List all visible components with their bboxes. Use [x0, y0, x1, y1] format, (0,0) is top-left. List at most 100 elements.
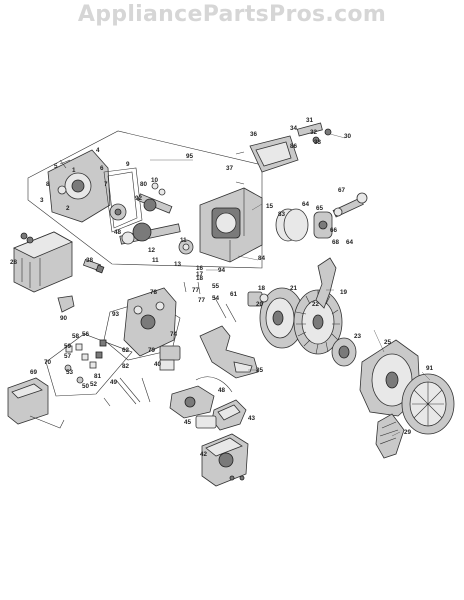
callout-25: 25	[384, 339, 392, 346]
callout-62: 62	[122, 347, 130, 354]
callout-12: 12	[148, 247, 156, 254]
governor-gear	[109, 182, 166, 221]
callout-70: 70	[44, 359, 52, 366]
callout-94: 94	[218, 267, 226, 274]
blower-housing	[359, 339, 421, 417]
callout-65: 65	[316, 205, 324, 212]
callout-77a: 77	[192, 287, 200, 294]
callout-17: 17	[196, 271, 204, 278]
callout-58: 58	[72, 333, 80, 340]
callout-15: 15	[266, 203, 274, 210]
callout-52: 52	[90, 381, 98, 388]
callout-4: 4	[96, 147, 100, 154]
recoil-handle-bracket	[315, 257, 337, 309]
carburetor-linkage	[159, 345, 181, 371]
callout-79: 79	[148, 347, 156, 354]
callout-69: 69	[30, 369, 38, 376]
callout-64a: 64	[302, 201, 310, 208]
main-bearing	[178, 239, 194, 255]
callout-30: 30	[344, 133, 352, 140]
muffler	[13, 231, 73, 293]
callout-56: 56	[82, 331, 90, 338]
callout-59: 59	[64, 343, 72, 350]
callout-36: 36	[250, 131, 258, 138]
crankshaft	[119, 222, 181, 245]
callout-32: 32	[310, 129, 318, 136]
rocker-cover	[7, 377, 65, 429]
callout-67: 67	[338, 187, 346, 194]
callout-50: 50	[82, 383, 90, 390]
valve-parts-group	[45, 333, 133, 397]
cylinder-head	[103, 287, 181, 361]
callout-10: 10	[151, 177, 159, 184]
callout-2: 2	[66, 205, 70, 212]
air-filter-gasket	[195, 415, 217, 429]
callout-16: 16	[196, 265, 204, 272]
camshaft	[137, 193, 173, 214]
callout-19: 19	[340, 289, 348, 296]
callout-5: 5	[54, 163, 58, 170]
spark-plug	[82, 258, 105, 274]
callout-labels: 95 4 6 5 8 1 3 2 7 9 80 10 92 48 12 11 1…	[10, 117, 434, 458]
callout-91: 91	[426, 365, 434, 372]
pushrods	[115, 377, 151, 405]
callout-18a: 18	[196, 275, 204, 282]
callout-29: 29	[404, 429, 412, 436]
callout-82: 82	[122, 363, 130, 370]
watermark-text: AppliancePartsPros.com	[77, 2, 387, 27]
callout-80: 80	[140, 181, 148, 188]
callout-48b: 48	[218, 387, 226, 394]
callout-23: 23	[354, 333, 362, 340]
piston-assembly	[275, 208, 333, 242]
leader-lines	[150, 133, 431, 437]
flywheel	[259, 287, 305, 349]
callout-57: 57	[64, 353, 72, 360]
recoil-starter	[401, 373, 455, 435]
callout-68: 68	[332, 239, 340, 246]
callout-1: 1	[72, 167, 76, 174]
callout-40: 40	[154, 361, 162, 368]
callout-78: 78	[150, 289, 158, 296]
crankcase-group-outline	[27, 130, 263, 269]
callout-66: 66	[330, 227, 338, 234]
callout-18b: 18	[258, 285, 266, 292]
callout-28: 28	[10, 259, 18, 266]
callout-14: 11	[180, 237, 187, 244]
valve-cover-upper	[249, 122, 332, 173]
callout-7: 7	[104, 181, 108, 188]
starter-grip	[375, 413, 405, 459]
fuel-tank-housing	[201, 433, 249, 487]
callout-85: 85	[256, 367, 264, 374]
callout-84: 84	[258, 255, 266, 262]
callout-48a: 48	[114, 229, 122, 236]
callout-55: 55	[212, 283, 220, 290]
callout-92: 92	[135, 195, 143, 202]
callout-93: 93	[112, 311, 120, 318]
callout-83: 83	[278, 211, 286, 218]
air-cleaner-bracket	[199, 325, 259, 379]
callout-6: 6	[100, 165, 104, 172]
callout-34: 34	[290, 125, 298, 132]
callout-21: 21	[290, 285, 298, 292]
ignition-coil	[247, 291, 269, 307]
callout-53: 53	[66, 369, 74, 376]
callout-45: 45	[184, 419, 192, 426]
callout-20: 20	[256, 301, 264, 308]
callout-54: 54	[212, 295, 220, 302]
callout-77b: 77	[198, 297, 206, 304]
callout-33: 33	[314, 139, 322, 146]
callout-11: 11	[152, 257, 159, 264]
callout-31: 31	[306, 117, 314, 124]
callout-38: 38	[86, 257, 94, 264]
engine-block	[199, 187, 263, 263]
muffler-bracket	[57, 295, 75, 313]
connecting-rod	[332, 192, 368, 218]
callout-81: 81	[94, 373, 102, 380]
callout-86: 86	[290, 143, 298, 150]
carburetor	[169, 376, 233, 419]
hardware-fasteners	[59, 151, 245, 407]
callout-8: 8	[46, 181, 50, 188]
callout-3: 3	[40, 197, 44, 204]
callout-90: 90	[60, 315, 68, 322]
